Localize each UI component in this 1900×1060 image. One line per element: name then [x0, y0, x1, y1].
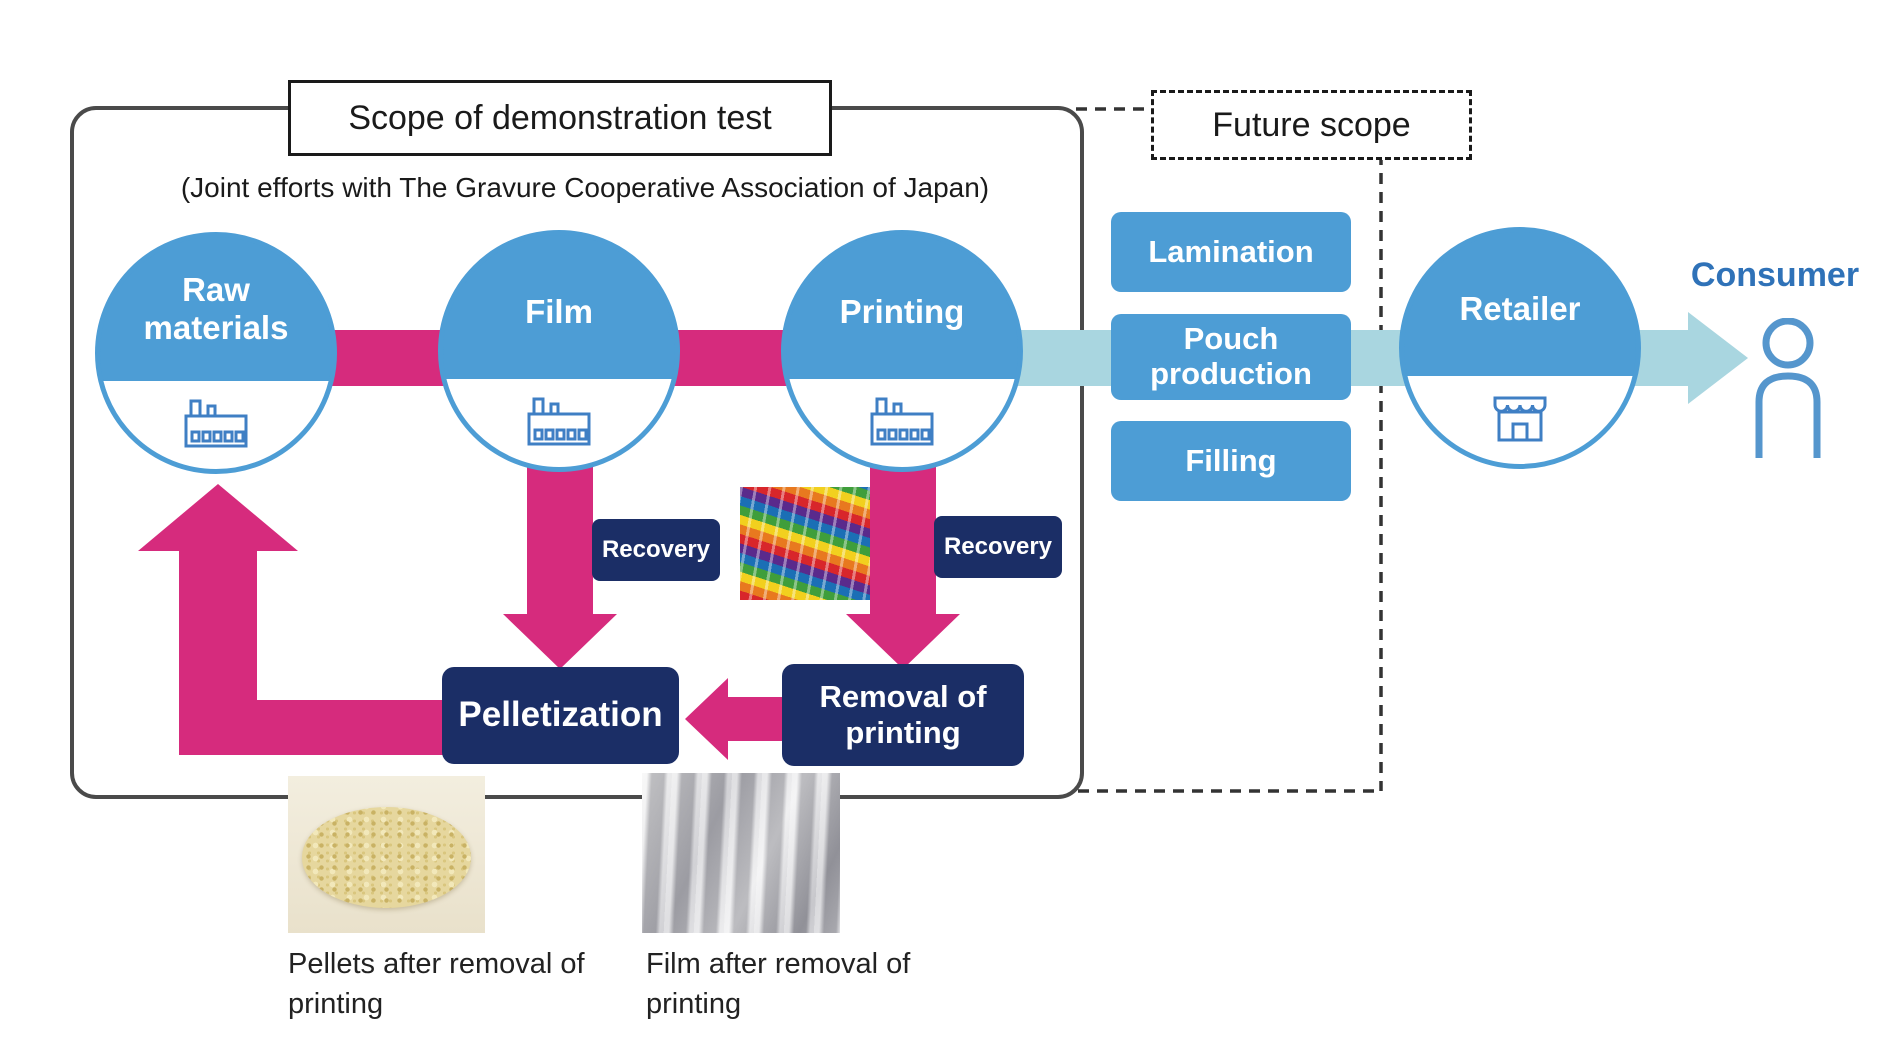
scope-title: Scope of demonstration test [348, 98, 772, 137]
node-retailer: Retailer [1399, 227, 1641, 469]
film-recovery-down-arrow [503, 452, 617, 669]
future-scope-label: Future scope [1212, 105, 1411, 144]
process-box-pouch-production: Pouch production [1111, 314, 1351, 400]
pouch-production-label: Pouch production [1150, 321, 1312, 391]
pellet-pile [301, 807, 472, 908]
pelletization-box: Pelletization [442, 667, 679, 764]
removal-of-printing-label: Removal of printing [819, 679, 987, 750]
consumer-label: Consumer [1690, 256, 1860, 294]
pelletization-label: Pelletization [458, 695, 663, 735]
process-box-filling: Filling [1111, 421, 1351, 501]
removal-to-pelletization-arrow [685, 678, 784, 760]
filling-label: Filling [1185, 442, 1277, 478]
store-icon [1493, 396, 1547, 442]
node-printing-label: Printing [839, 293, 965, 330]
factory-icon [184, 399, 248, 448]
process-box-lamination: Lamination [1111, 212, 1351, 292]
node-retailer-label: Retailer [1459, 290, 1581, 327]
printed-film-photo [740, 487, 870, 600]
node-film: Film [438, 230, 680, 472]
scope-title-box: Scope of demonstration test [288, 80, 832, 156]
recovery-film-label: Recovery [601, 536, 711, 564]
consumer-person-icon [1755, 318, 1821, 458]
factory-icon [527, 397, 591, 446]
future-scope-dashed-border [1076, 107, 1383, 793]
printing-recovery-down-arrow [846, 452, 960, 669]
recovery-arrows [138, 452, 960, 760]
pellets-photo [288, 776, 485, 933]
node-printing: Printing [781, 230, 1023, 472]
node-raw-materials: Raw materials [95, 232, 337, 474]
recovery-badge-film: Recovery [592, 519, 720, 581]
removal-of-printing-box: Removal of printing [782, 664, 1024, 766]
film-caption: Film after removal of printing [646, 948, 911, 1021]
scope-subtitle: (Joint efforts with The Gravure Cooperat… [180, 172, 990, 203]
pelletization-to-raw-materials-arrow [138, 484, 446, 755]
recovery-printing-label: Recovery [943, 533, 1053, 561]
clear-film-photo [642, 773, 840, 933]
node-film-label: Film [525, 293, 593, 330]
future-scope-box: Future scope [1151, 90, 1472, 160]
recovery-badge-printing: Recovery [934, 516, 1062, 578]
pellets-caption: Pellets after removal of printing [288, 948, 585, 1021]
factory-icon [870, 397, 934, 446]
node-raw-materials-label: Raw materials [143, 271, 289, 346]
lamination-label: Lamination [1148, 233, 1314, 269]
